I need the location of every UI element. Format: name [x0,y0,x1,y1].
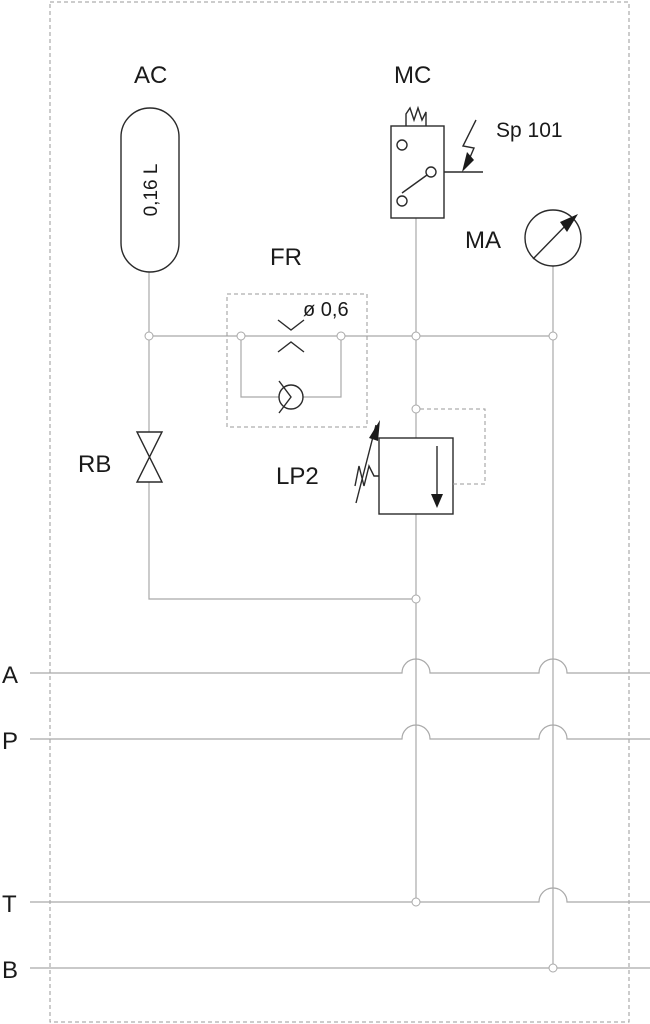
manometer [524,209,582,267]
port-label-b: B [2,957,18,984]
internal-lines [148,218,554,968]
bus-line-a [30,658,650,674]
bus-line-p [30,724,650,740]
accumulator-label: AC [134,62,167,89]
ball-valve-symbol [135,431,164,483]
flow-regulator-orifice: ø 0,6 [303,299,349,321]
flow-regulator-label: FR [270,244,302,271]
pressure-switch-setting: Sp 101 [496,119,563,142]
port-label-p: P [2,728,18,755]
accumulator-volume: 0,16 L [141,164,162,217]
accumulator: 0,16 L [120,107,180,273]
block-boundary [49,1,630,1023]
port-label-a: A [2,662,18,689]
pressure-switch-label: MC [394,62,431,89]
bus-line-t [30,887,650,903]
pressure-switch [390,105,483,219]
manometer-label: MA [465,227,501,254]
ball-valve-label: RB [78,451,111,478]
pressure-valve-label: LP2 [276,463,319,490]
port-label-t: T [2,891,17,918]
flow-regulator [226,293,368,428]
junction-nodes [144,331,558,973]
pressure-valve [354,408,486,515]
